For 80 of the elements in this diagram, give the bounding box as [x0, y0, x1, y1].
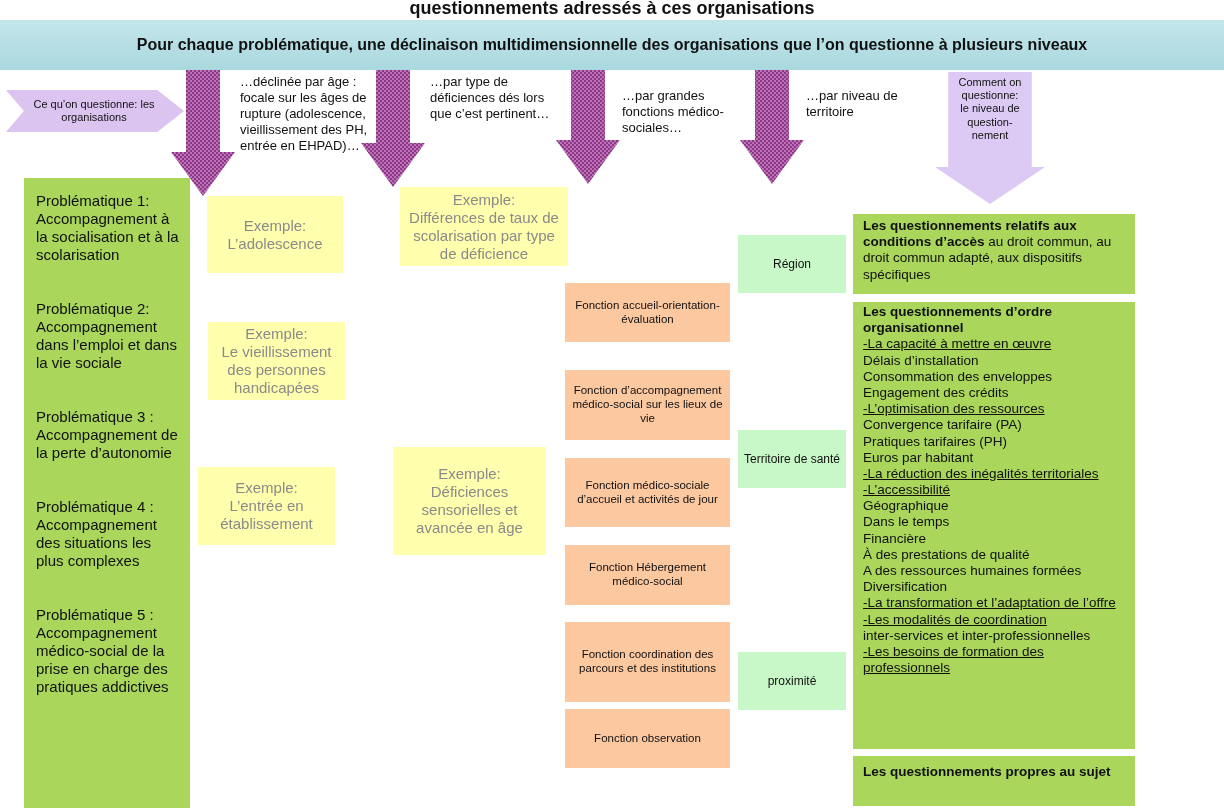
text: Fonction accueil-orientation-évaluation: [574, 298, 721, 327]
block-arrow: [171, 70, 235, 196]
text: Fonction coordination des parcours et des institutions: [578, 648, 717, 676]
block-arrow: [556, 70, 620, 184]
text: -La transformation et l’adaptation de l’offre: [863, 595, 1117, 612]
panel: [853, 214, 1135, 294]
level-box: [738, 430, 846, 488]
text: Problématique 1: Accompagnement à la socialisation et à la scolarisation: [36, 192, 180, 264]
function-box: [565, 709, 730, 768]
text: Problématique 4 : Accompagnement des situations les plus complexes: [36, 498, 158, 570]
text: Géographique: [863, 498, 950, 515]
title: questionnements adressés à ces organisations: [408, 0, 816, 18]
text: -La capacité à mettre en œuvre: [863, 336, 1053, 353]
text: -La réduction des inégalités territoriales: [863, 465, 1100, 483]
text: Pour chaque problématique, une déclinaison multidimensionnelle des organisations que l’on questionne à plusieurs niveaux: [135, 35, 1089, 55]
text: A des ressources humaines formées: [863, 563, 1083, 580]
text: Exemple:: [234, 479, 299, 497]
example-box: [400, 187, 568, 266]
annotation: …par niveau de territoire: [806, 88, 899, 120]
text: Déficiences sensorielles et avancée en âge: [415, 483, 524, 537]
text: -L’accessibilité: [863, 482, 952, 499]
text: Dans le temps: [863, 514, 951, 531]
text: Fonction Hébergement médico-social: [588, 561, 707, 589]
text: Exemple:: [451, 190, 517, 209]
text: inter-services et inter-professionnelles: [863, 627, 1092, 644]
text: proximité: [766, 673, 818, 689]
text: Consommation des enveloppes: [863, 368, 1054, 385]
level-box: [738, 235, 846, 293]
text: Ce qu’on questionne: les organisations: [32, 97, 156, 125]
block-arrow: [740, 70, 804, 184]
text: -Les besoins de formation des professionnels: [863, 643, 1045, 677]
panel: [853, 302, 1135, 749]
annotation: …par grandes fonctions médico-sociales…: [622, 88, 725, 136]
annotation: …par type de déficiences dés lors que c’est pertinent…: [430, 74, 551, 122]
block-arrow: [361, 70, 425, 187]
function-box: [565, 545, 730, 605]
annotation: …déclinée par âge : focale sur les âges de rupture (adolescence, vieillissement des PH, entrée en EHPAD)…: [240, 74, 369, 154]
text: Diversification: [863, 579, 949, 596]
text: Région: [772, 256, 812, 272]
level-box: [738, 652, 846, 710]
example-box: [208, 322, 345, 400]
text: Convergence tarifaire (PA): [863, 417, 1023, 434]
text: À des prestations de qualité: [863, 546, 1031, 563]
text: Exemple:: [244, 325, 309, 343]
text: Problématique 3 : Accompagnement de la perte d’autonomie: [36, 408, 179, 462]
function-box: [565, 370, 730, 440]
banner: [0, 20, 1224, 70]
text: Exemple:: [437, 465, 502, 483]
text: Financière: [863, 530, 928, 547]
heading: Les questionnements d’ordre organisationnel: [863, 304, 1054, 337]
text: Différences de taux de scolarisation par type de déficience: [408, 208, 560, 263]
panel: [853, 756, 1135, 806]
text: L’entrée en établissement: [219, 497, 314, 533]
text: Euros par habitant: [863, 449, 975, 466]
function-box: [565, 622, 730, 702]
text: Le vieillissement des personnes handicapées: [220, 343, 333, 397]
text: -Les modalités de coordination: [863, 611, 1048, 628]
text: Comment on questionne: le niveau de question- nement: [957, 76, 1023, 142]
example-box: [198, 467, 335, 545]
function-box: [565, 458, 730, 527]
text: Pratiques tarifaires (PH): [863, 433, 1009, 450]
function-box: [565, 283, 730, 342]
text: Les questionnements relatifs aux conditions d’accès au droit commun, au droit commun adapté, aux dispositifs spécifiques: [863, 218, 1113, 283]
example-box: [207, 196, 343, 273]
panel: [24, 178, 190, 808]
text: L’adolescence: [226, 234, 324, 253]
text: Problématique 5 : Accompagnement médico-social de la prise en charge des pratiques addictives: [36, 606, 170, 696]
text: Délais d’installation: [863, 352, 980, 369]
text: Fonction d’accompagnement médico-social sur les lieux de vie: [571, 384, 724, 426]
text: Engagement des crédits: [863, 384, 1010, 402]
text: Territoire de santé: [742, 451, 841, 467]
arrow-shape: [6, 90, 184, 132]
text: Fonction observation: [593, 731, 702, 746]
text: -L’optimisation des ressources: [863, 401, 1046, 418]
example-box: [393, 447, 546, 555]
text: Fonction médico-sociale d’accueil et activités de jour: [576, 478, 719, 507]
text: Exemple:: [242, 216, 308, 235]
text: Problématique 2: Accompagnement dans l’emploi et dans la vie sociale: [36, 300, 178, 372]
arrow-shape: [935, 72, 1045, 204]
text: Les questionnements propres au sujet: [863, 764, 1112, 781]
